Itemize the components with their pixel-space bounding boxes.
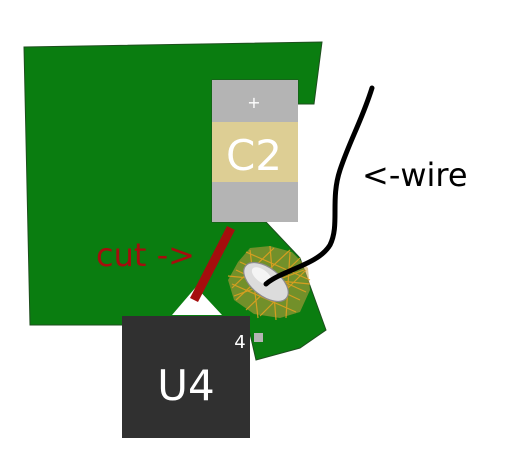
capacitor-polarity-label: + (247, 93, 260, 112)
capacitor-bottom-pad (212, 182, 298, 222)
cut-annotation: cut -> (96, 236, 195, 274)
capacitor-body (212, 122, 298, 182)
chip-pin-label: 4 (234, 332, 245, 353)
wire (263, 85, 375, 287)
chip-u4: 4 U4 (122, 316, 263, 438)
chip-label: U4 (157, 361, 214, 410)
chip-pin-pad (254, 333, 263, 342)
capacitor-label: C2 (226, 131, 282, 180)
wire-annotation: <-wire (362, 156, 468, 194)
chip-body (122, 316, 250, 438)
capacitor-top-pad (212, 80, 298, 122)
capacitor-c2: + C2 (212, 80, 298, 222)
cut-mark (189, 225, 236, 303)
